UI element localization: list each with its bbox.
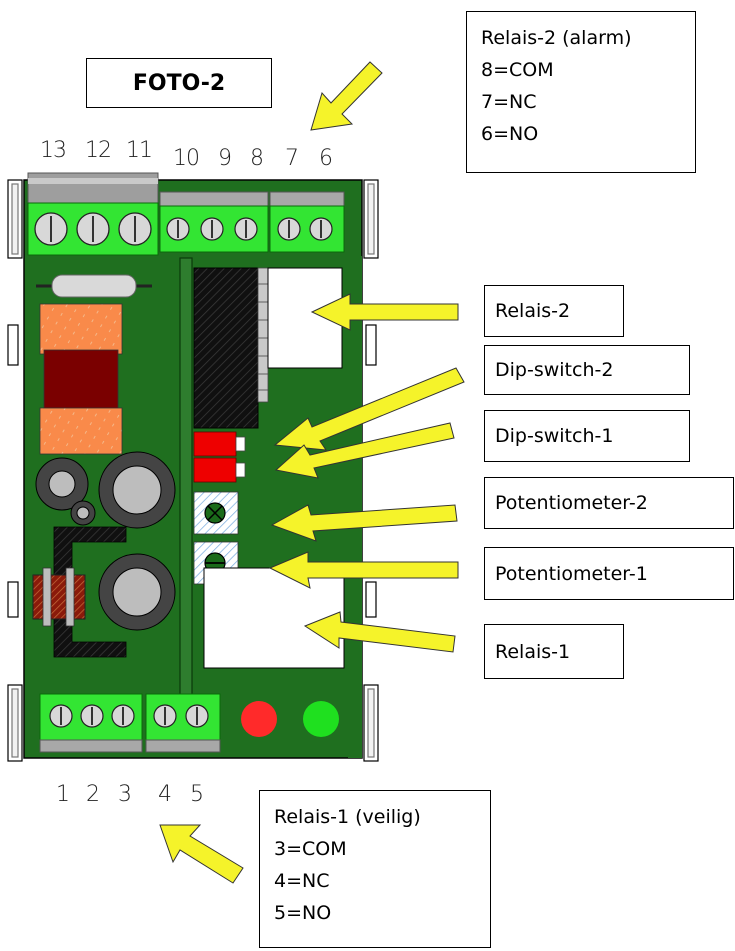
arrow-pot1 (268, 551, 459, 589)
terminal-number: 8 (250, 146, 264, 171)
terminal-number: 5 (190, 782, 204, 807)
title-box: FOTO-2 (86, 58, 272, 108)
arrows (159, 61, 465, 884)
relay1-info-box: Relais-1 (veilig) 3=COM 4=NC 5=NO (259, 790, 491, 948)
arrow-relais1 (303, 611, 456, 653)
callout-dip2-text: Dip-switch-2 (495, 359, 614, 381)
terminal-number: 2 (86, 782, 100, 807)
relay-1 (203, 567, 345, 669)
relay2-info-line: 8=COM (481, 59, 554, 81)
terminal-number: 4 (158, 782, 172, 807)
din-clips (7, 179, 379, 762)
callout-relais2: Relais-2 (484, 285, 624, 337)
relay1-info-line: 4=NC (274, 870, 330, 892)
arrow-relais2 (310, 293, 459, 331)
arrow-relais1-terminals (159, 824, 244, 884)
arrow-dip2 (273, 367, 465, 451)
callout-pot1: Potentiometer-1 (484, 547, 734, 600)
callout-relais1: Relais-1 (484, 624, 624, 679)
callout-pot1-text: Potentiometer-1 (495, 562, 648, 585)
arrow-pot2 (270, 504, 458, 542)
terminal-block-7-6 (269, 191, 345, 253)
terminal-block-1-3 (39, 693, 143, 753)
led-red (241, 701, 277, 737)
led-green (303, 701, 339, 737)
callout-pot2: Potentiometer-2 (484, 477, 734, 529)
terminal-number: 9 (218, 146, 232, 171)
capacitors (35, 451, 176, 631)
terminal-number: 13 (40, 138, 67, 163)
terminal-number: 11 (126, 138, 153, 163)
terminal-number: 6 (319, 146, 333, 171)
coil (32, 567, 86, 627)
terminal-number: 7 (285, 146, 299, 171)
relay1-info-line: 3=COM (274, 838, 347, 860)
relay-2 (193, 267, 343, 429)
resistor (36, 274, 152, 298)
terminal-block-4-5 (145, 693, 221, 753)
terminal-number: 1 (56, 782, 70, 807)
terminal-number: 3 (118, 782, 132, 807)
dip-switches (193, 431, 246, 483)
relay2-info-box: Relais-2 (alarm) 8=COM 7=NC 6=NO (466, 11, 696, 173)
arrow-dip1 (274, 422, 455, 479)
callout-relais1-text: Relais-1 (495, 640, 571, 663)
terminal-block-13-11 (27, 172, 159, 256)
relay1-info-line: 5=NO (274, 902, 332, 924)
relay2-info-line: 6=NO (481, 123, 539, 145)
callout-relais2-text: Relais-2 (495, 300, 571, 322)
title-text: FOTO-2 (132, 70, 226, 96)
callout-dip1-text: Dip-switch-1 (495, 425, 614, 447)
terminal-block-10-8 (159, 191, 269, 253)
terminal-number: 12 (85, 138, 112, 163)
arrow-relais2-terminals (310, 61, 383, 131)
callout-dip2: Dip-switch-2 (484, 345, 690, 395)
relay1-info-heading: Relais-1 (veilig) (274, 806, 421, 828)
terminal-number: 10 (173, 146, 200, 171)
header-strip (179, 257, 193, 739)
callout-pot2-text: Potentiometer-2 (495, 492, 648, 514)
callout-dip1: Dip-switch-1 (484, 410, 690, 462)
relay2-info-heading: Relais-2 (alarm) (481, 27, 632, 49)
transformer (39, 303, 123, 455)
relay2-info-line: 7=NC (481, 91, 537, 113)
